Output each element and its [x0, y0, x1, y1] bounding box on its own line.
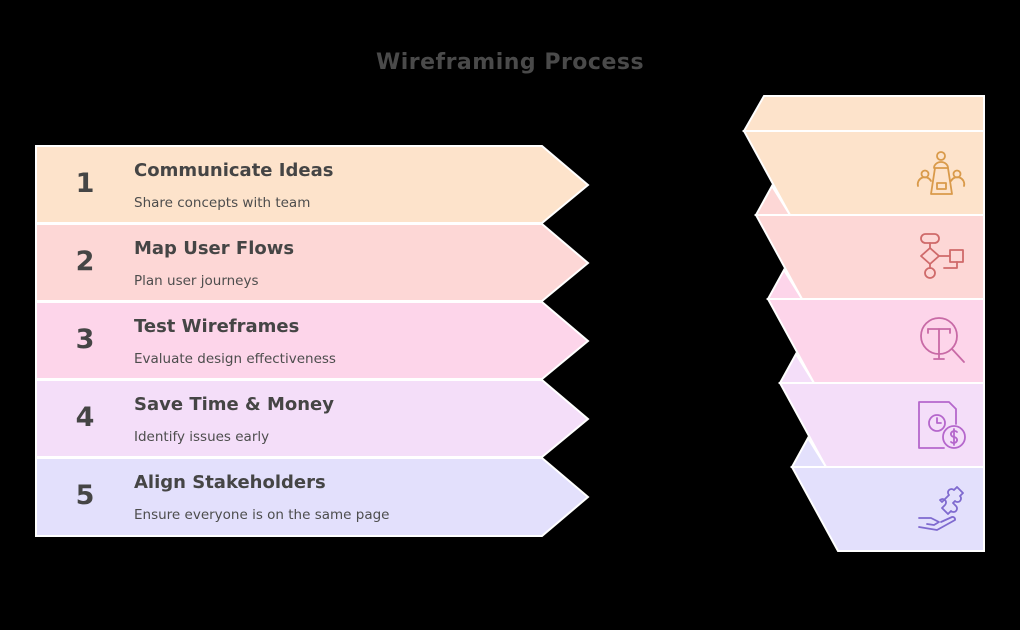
step-heading: Map User Flows [134, 238, 295, 259]
magnify-text-icon [915, 314, 967, 366]
time-money-document-icon [915, 398, 967, 450]
step-number: 4 [75, 402, 95, 433]
arrow-band-2 [35, 223, 590, 302]
step-3: 3 Test Wireframes Evaluate design effect… [36, 302, 588, 380]
right-stacked-panel [742, 95, 985, 552]
step-number: 5 [75, 480, 95, 511]
step-description: Plan user journeys [134, 273, 259, 289]
arrow-band-4 [35, 379, 590, 458]
arrow-band-5 [35, 457, 590, 537]
step-number: 1 [75, 168, 95, 199]
step-description: Ensure everyone is on the same page [134, 507, 390, 523]
step-heading: Save Time & Money [134, 394, 334, 415]
step-2: 2 Map User Flows Plan user journeys [36, 224, 588, 302]
hand-puzzle-icon [915, 482, 967, 534]
diagram-title: Wireframing Process [375, 50, 645, 75]
step-heading: Communicate Ideas [134, 160, 334, 181]
panel-top-strip [742, 95, 985, 132]
step-description: Identify issues early [134, 429, 270, 445]
step-number: 2 [75, 246, 95, 277]
step-heading: Align Stakeholders [134, 472, 326, 493]
step-5: 5 Align Stakeholders Ensure everyone is … [36, 458, 588, 536]
step-1: 1 Communicate Ideas Share concepts with … [36, 146, 588, 224]
step-description: Evaluate design effectiveness [134, 351, 336, 367]
flowchart-icon [915, 231, 967, 283]
step-number: 3 [75, 324, 95, 355]
step-description: Share concepts with team [134, 195, 311, 211]
left-arrow-bands [35, 145, 590, 537]
meeting-people-icon [915, 148, 967, 200]
step-heading: Test Wireframes [134, 316, 300, 337]
arrow-band-1 [35, 145, 590, 224]
arrow-band-3 [35, 301, 590, 380]
step-4: 4 Save Time & Money Identify issues earl… [36, 380, 588, 458]
